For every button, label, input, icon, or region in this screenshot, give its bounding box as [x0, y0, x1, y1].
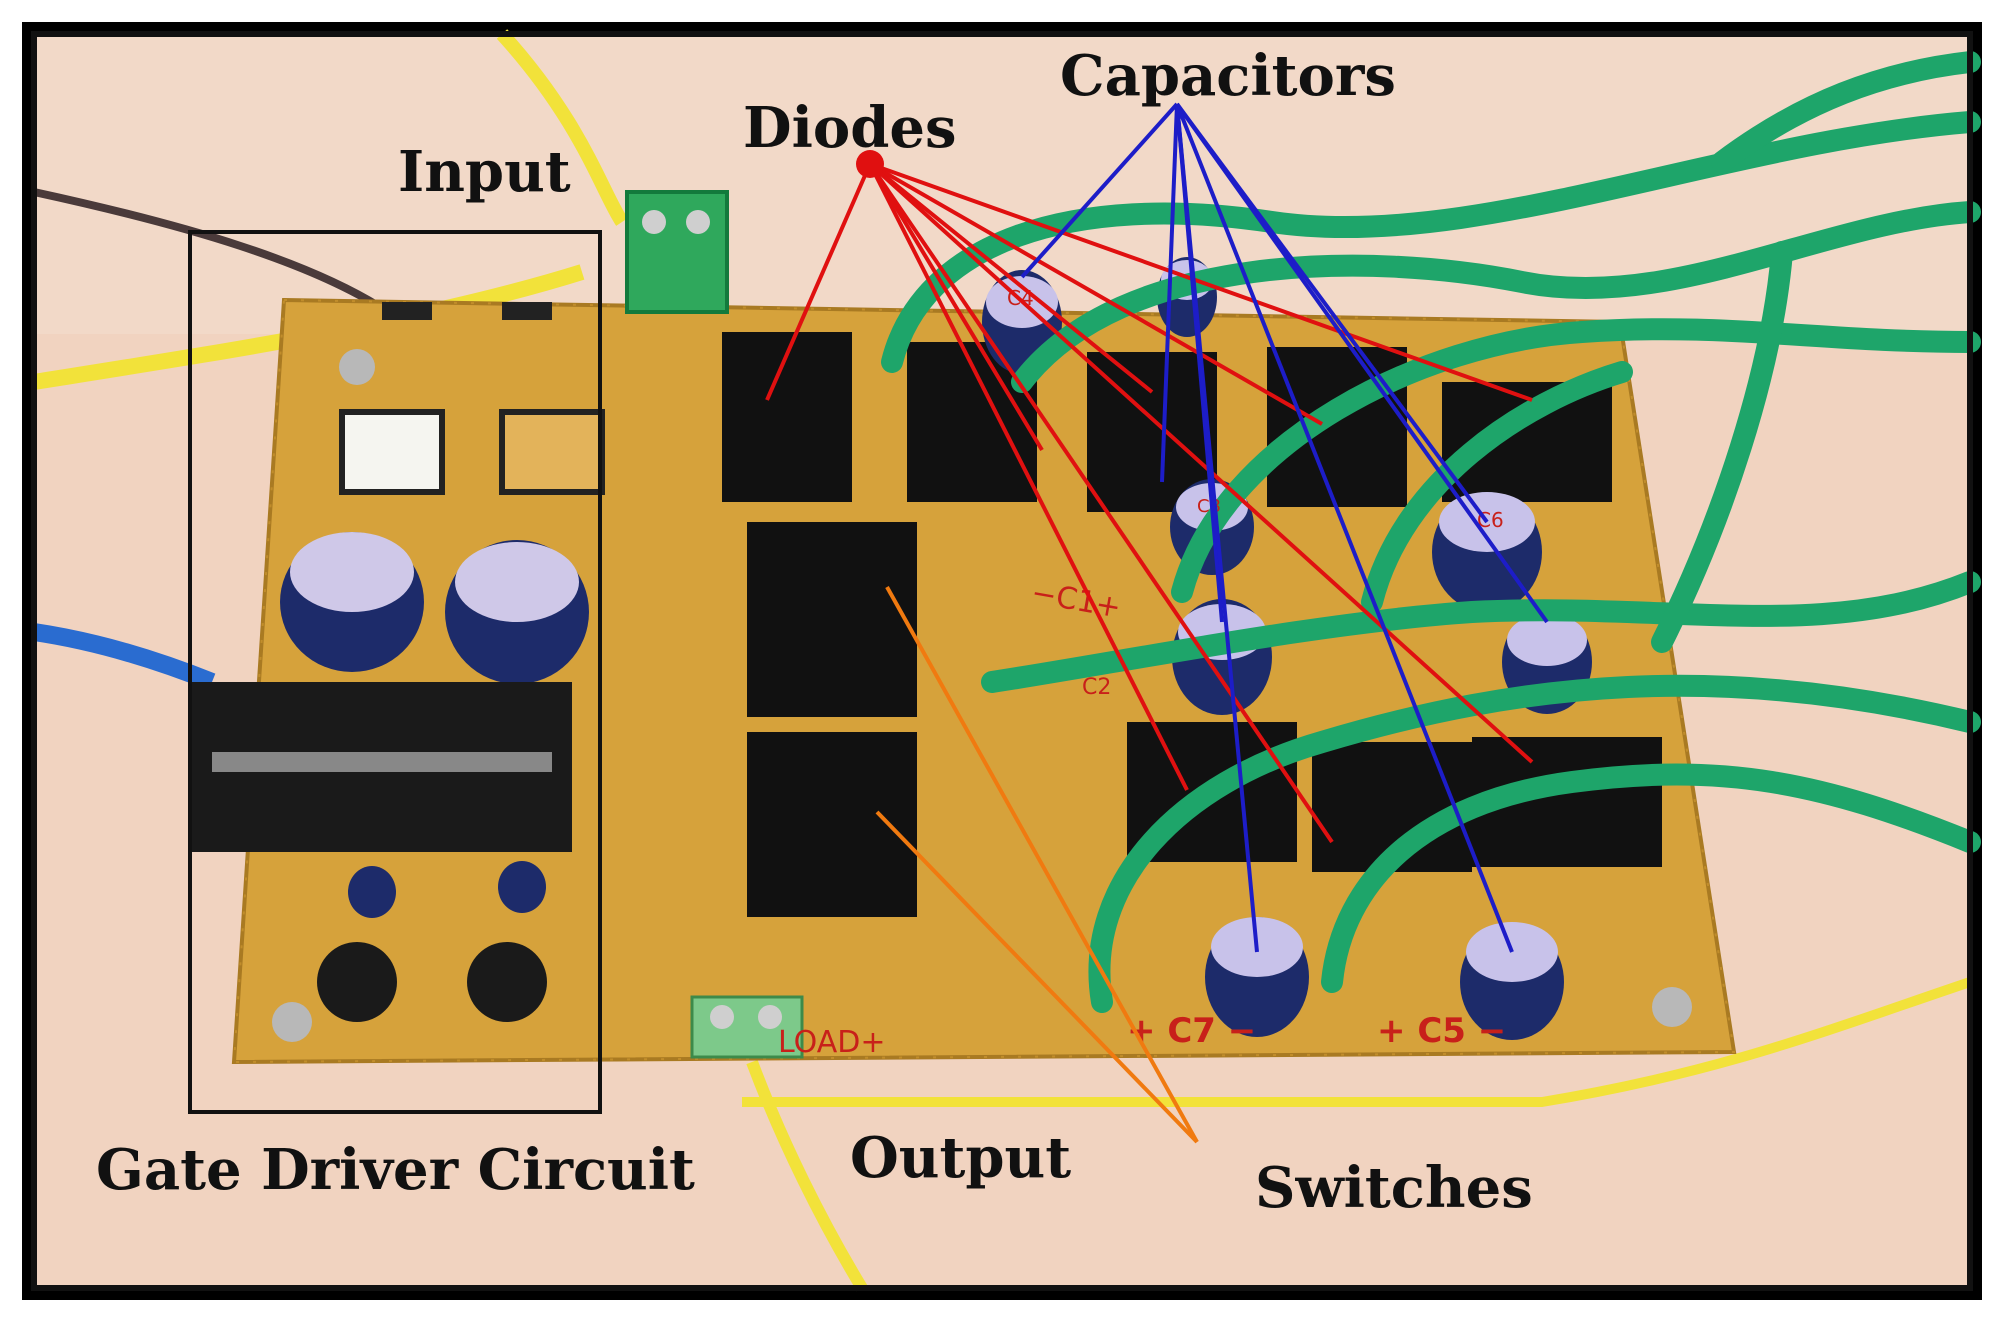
optocoupler-2 — [499, 409, 605, 495]
board-mark-load: LOAD+ — [778, 1025, 886, 1060]
input-terminal-screw-2 — [686, 210, 710, 234]
photo-border — [31, 31, 1973, 1291]
photo-frame: LOAD+ + C7 − + C5 − −C1+ C2 C4 C6 C3 — [22, 22, 1982, 1300]
yellow-wire-output — [746, 1059, 868, 1292]
inductor-1 — [317, 942, 397, 1022]
board-mark-c2: C2 — [1082, 675, 1111, 700]
board-mark-c7: + C7 − — [1127, 1011, 1256, 1051]
switch-heatsink-1 — [747, 522, 917, 717]
diode-heatsink-4 — [1267, 347, 1407, 507]
driver-screw-rod — [212, 752, 552, 772]
input-terminal — [625, 190, 729, 314]
diode-leader-dot — [856, 150, 884, 178]
dark-wire-left — [33, 188, 405, 326]
diode-heatsink-1 — [722, 332, 852, 502]
board-mark-c5: + C5 − — [1377, 1011, 1506, 1051]
capacitor-leader-lines — [1020, 102, 1549, 953]
inductor-2 — [467, 942, 547, 1022]
gate-driver-label: Gate Driver Circuit — [96, 1137, 695, 1203]
switches-label: Switches — [1255, 1155, 1533, 1221]
output-terminal-screw-2 — [758, 1005, 782, 1029]
mount-screw-br — [1652, 987, 1692, 1027]
input-terminal-screw-1 — [642, 210, 666, 234]
diode-leader-lines — [765, 162, 1534, 844]
capacitors-label: Capacitors — [1060, 43, 1396, 109]
optocoupler-1 — [339, 409, 445, 495]
small-capacitor-2 — [498, 861, 546, 913]
pcb-holes — [232, 298, 1736, 1064]
blue-wire-left — [32, 623, 216, 691]
driver-capacitor-1-top — [290, 532, 414, 612]
yellow-wire-top — [496, 29, 628, 226]
green-wires — [881, 51, 1981, 1013]
yellow-wire-bottom-right — [742, 977, 1972, 1107]
driver-capacitor-2-top — [455, 542, 579, 622]
mount-screw-bl — [272, 1002, 312, 1042]
driver-diode-2 — [502, 302, 552, 320]
input-label: Input — [398, 139, 571, 205]
driver-diode-1 — [382, 302, 432, 320]
circuit-photo: LOAD+ + C7 − + C5 − −C1+ C2 C4 C6 C3 — [31, 29, 1981, 1292]
gate-driver-box — [188, 230, 602, 1114]
mount-screw-tl — [339, 349, 375, 385]
small-capacitor-1 — [348, 866, 396, 918]
diodes-label: Diodes — [743, 95, 957, 161]
output-terminal-screw-1 — [710, 1005, 734, 1029]
switch-leader-lines — [875, 586, 1199, 1144]
output-label: Output — [850, 1125, 1072, 1191]
output-terminal — [690, 995, 804, 1059]
